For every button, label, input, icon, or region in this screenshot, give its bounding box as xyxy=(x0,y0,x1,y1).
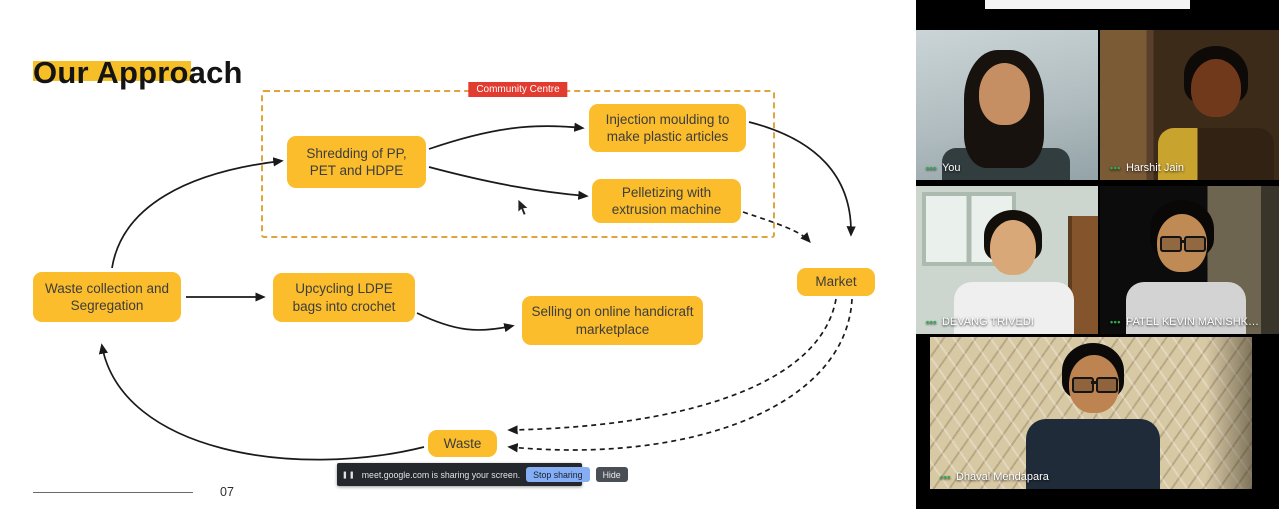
flow-node-market: Market xyxy=(797,268,875,296)
participant-name: PATEL KEVIN MANISHK… xyxy=(1125,316,1260,328)
shared-screen-slide: Our Approach Community Centre Waste coll… xyxy=(0,0,916,509)
video-tile-you[interactable]: ••• You xyxy=(916,30,1098,180)
arrow-collection-to-shredding xyxy=(111,157,284,269)
footer-divider-line xyxy=(33,492,193,493)
community-centre-tag: Community Centre xyxy=(468,82,568,97)
hide-button[interactable]: Hide xyxy=(595,467,628,482)
participant-name: Harshit Jain xyxy=(1125,162,1185,174)
participant-name-tag: ••• Dhaval Mendapara xyxy=(940,471,1049,483)
share-message: meet.google.com is sharing your screen. xyxy=(361,469,521,480)
flow-node-shredding: Shredding of PP, PET and HDPE xyxy=(287,136,426,188)
audio-indicator-icon: ••• xyxy=(1110,163,1121,173)
flow-node-waste-collection: Waste collection and Segregation xyxy=(33,272,181,322)
arrow-waste-to-collection xyxy=(98,343,425,461)
stop-sharing-button[interactable]: Stop sharing xyxy=(526,467,590,482)
video-tile-patel-kevin[interactable]: ••• PATEL KEVIN MANISHK… xyxy=(1100,186,1279,334)
flow-node-injection-moulding: Injection moulding to make plastic artic… xyxy=(589,104,746,152)
participant-name: You xyxy=(941,162,961,174)
audio-indicator-icon: ••• xyxy=(926,163,937,173)
video-tile-harshit[interactable]: ••• Harshit Jain xyxy=(1100,30,1279,180)
flow-node-upcycling: Upcycling LDPE bags into crochet xyxy=(273,273,415,322)
video-tile-devang[interactable]: ••• DEVANG TRIVEDI xyxy=(916,186,1098,334)
partial-screen-content xyxy=(985,0,1190,9)
pause-icon[interactable]: ❚❚ xyxy=(342,471,356,479)
participant-name: DEVANG TRIVEDI xyxy=(941,316,1034,328)
participant-name-tag: ••• PATEL KEVIN MANISHK… xyxy=(1110,316,1259,328)
participant-name-tag: ••• You xyxy=(926,162,961,174)
flow-node-selling-online: Selling on online handicraft marketplace xyxy=(522,296,703,345)
flow-node-pelletizing: Pelletizing with extrusion machine xyxy=(592,179,741,223)
participant-name: Dhaval Mendapara xyxy=(955,471,1049,483)
audio-indicator-icon: ••• xyxy=(940,472,951,482)
curtain-shadow xyxy=(1206,337,1252,489)
arrow-upcycling-to-selling xyxy=(416,312,515,333)
screen-share-bar: ❚❚ meet.google.com is sharing your scree… xyxy=(337,463,628,486)
flow-node-waste: Waste xyxy=(428,430,497,457)
page-number: 07 xyxy=(220,485,234,499)
participant-name-tag: ••• DEVANG TRIVEDI xyxy=(926,316,1034,328)
partial-video-tile[interactable] xyxy=(916,0,1279,28)
slide-title: Our Approach xyxy=(33,54,243,90)
audio-indicator-icon: ••• xyxy=(926,317,937,327)
glasses-icon xyxy=(1160,236,1182,252)
title-highlight-bar xyxy=(33,61,191,81)
video-tile-dhaval[interactable]: ••• Dhaval Mendapara xyxy=(930,337,1252,489)
participant-name-tag: ••• Harshit Jain xyxy=(1110,162,1184,174)
glasses-icon xyxy=(1072,377,1094,393)
participants-panel: ••• You ••• Harshit Jain xyxy=(916,0,1279,509)
audio-indicator-icon: ••• xyxy=(1110,317,1121,327)
